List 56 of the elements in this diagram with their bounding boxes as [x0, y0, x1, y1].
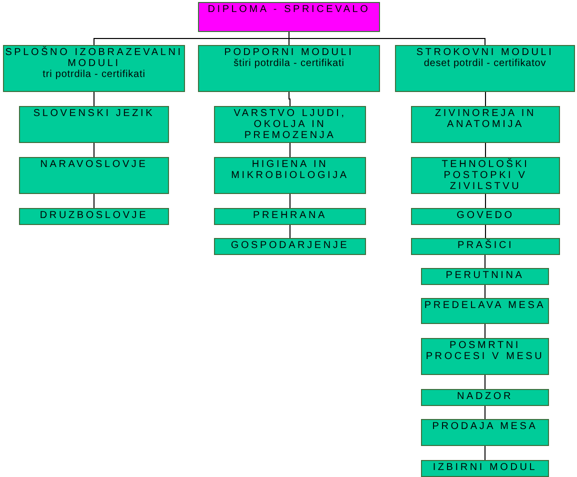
module-title: PREHRANA: [252, 210, 328, 221]
module-title: IZBIRNI MODUL: [432, 462, 538, 473]
module-subtitle: tri potrdila - certifikati: [42, 69, 146, 80]
module-box: [19, 157, 169, 194]
module-title: ZIVINOREJA IN ANATOMIJA: [434, 108, 538, 130]
connector-line: [288, 32, 486, 46]
connector-line: [484, 406, 486, 420]
connector-line: [484, 374, 486, 390]
module-title: PODPORNI MODULI: [223, 47, 355, 58]
module-box: [411, 208, 560, 225]
title-box: [198, 2, 380, 32]
module-box: [19, 106, 169, 143]
module-box: [411, 238, 560, 255]
module-box: [421, 338, 549, 375]
module-box: [19, 208, 169, 225]
connector-line: [484, 446, 486, 460]
connector-line: [485, 224, 486, 238]
module-title: PERUTNINA: [444, 270, 526, 281]
module-title: VARSTVO LJUDI, OKOLJA IN PREMOZENJA: [232, 108, 348, 141]
module-box: [421, 268, 549, 285]
module-title: SLOVENSKI JEZIK: [32, 108, 156, 119]
module-box: [411, 106, 560, 143]
module-box: [421, 298, 549, 324]
module-title: POSMRTNI PROCESI V MESU: [424, 340, 546, 362]
connector-line: [485, 194, 486, 208]
module-box: [214, 208, 366, 225]
connector-line: [485, 142, 486, 158]
module-title: PRAŠICI: [456, 240, 515, 251]
module-box: [421, 419, 549, 446]
module-title: HIGIENA IN MIKROBIOLOGIJA: [230, 159, 350, 181]
module-box: [395, 45, 575, 92]
module-title: DIPLOMA - SPRICEVALO: [206, 4, 372, 15]
module-title: NADZOR: [456, 391, 514, 402]
connector-line: [484, 254, 486, 268]
module-title: NARAVOSLOVJE: [39, 159, 149, 170]
module-title: DRUZBOSLOVJE: [38, 210, 150, 221]
module-box: [214, 238, 366, 255]
module-box: [214, 106, 366, 143]
connector-line: [484, 324, 486, 338]
module-title: PREDELAVA MESA: [423, 300, 547, 311]
module-box: [411, 157, 560, 194]
module-title: GOVEDO: [456, 210, 516, 221]
module-subtitle: štiri potrdila - certifikati: [232, 58, 346, 69]
module-box: [3, 45, 185, 92]
connector-line: [288, 92, 290, 106]
module-title: STROKOVNI MODULI: [415, 47, 555, 58]
connector-line: [485, 92, 486, 106]
module-box: [421, 389, 549, 406]
module-box: [421, 460, 549, 477]
module-title: TEHNOLOŠKI POSTOPKI V ZIVILSTVU: [440, 159, 530, 192]
connector-line: [484, 284, 486, 298]
module-title: GOSPODARJENJE: [230, 240, 350, 251]
module-subtitle: deset potrdil - certifikatov: [422, 58, 548, 69]
module-title: PRODAJA MESA: [431, 421, 539, 432]
module-box: [214, 157, 366, 194]
module-box: [198, 45, 380, 92]
